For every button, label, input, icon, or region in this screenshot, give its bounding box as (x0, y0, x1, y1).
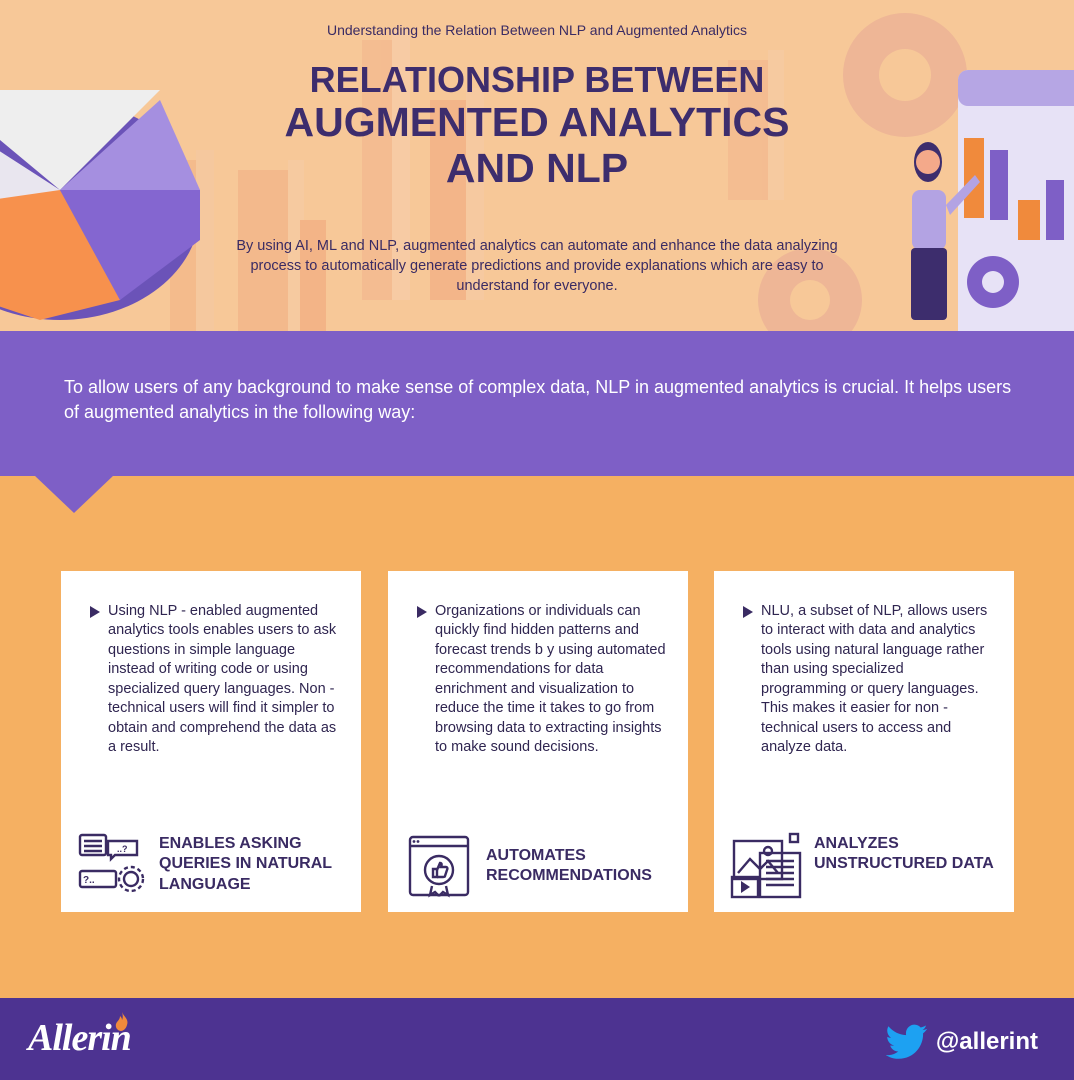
eyebrow-text: Understanding the Relation Between NLP a… (326, 22, 748, 38)
footer-bar: Allerin @allerint (0, 998, 1074, 1080)
social-handle[interactable]: @allerint (885, 1024, 1038, 1060)
bullet-arrow-icon (743, 606, 753, 618)
twitter-bird-icon[interactable] (885, 1024, 928, 1060)
bullet-arrow-icon (417, 606, 427, 618)
card-body: Using NLP - enabled augmented analytics … (108, 603, 337, 755)
title-line-3: AND NLP (445, 145, 629, 192)
svg-text:?..: ?.. (83, 875, 95, 886)
twitter-handle[interactable]: @allerint (935, 1028, 1038, 1055)
card-label: ANALYZES UNSTRUCTURED DATA (814, 835, 994, 873)
media-document-icon (730, 832, 802, 899)
page-title: RELATIONSHIP BETWEEN AUGMENTED ANALYTICS… (200, 59, 874, 192)
hero-banner: Understanding the Relation Between NLP a… (0, 0, 1074, 331)
card-label: AUTOMATES RECOMMENDATIONS (486, 847, 652, 885)
card-automates-recommendations: Organizations or individuals can quickly… (388, 571, 688, 912)
title-line-1: RELATIONSHIP BETWEEN (309, 59, 765, 100)
intro-text: To allow users of any background to make… (64, 377, 1012, 422)
card-body: Organizations or individuals can quickly… (435, 603, 666, 755)
svg-text:..?: ..? (117, 844, 128, 854)
chat-query-icon: ..? ?.. (78, 833, 145, 893)
card-analyzes-unstructured-data: NLU, a subset of NLP, allows users to in… (714, 571, 1014, 912)
card-body: NLU, a subset of NLP, allows users to in… (761, 603, 988, 755)
card-enables-asking-queries: Using NLP - enabled augmented analytics … (61, 571, 361, 912)
thumbs-up-badge-icon (408, 835, 470, 898)
intro-band: To allow users of any background to make… (0, 331, 1074, 476)
bullet-arrow-icon (90, 606, 100, 618)
card-label: ENABLES ASKING QUERIES IN NATURAL LANGUA… (159, 835, 332, 893)
subtitle: By using AI, ML and NLP, augmented analy… (236, 238, 838, 294)
brand-logo: Allerin (28, 1017, 132, 1059)
flame-icon (115, 1012, 128, 1031)
hero-illustration (0, 13, 1074, 331)
title-line-2: AUGMENTED ANALYTICS (284, 99, 790, 146)
callout-pointer (34, 475, 114, 513)
